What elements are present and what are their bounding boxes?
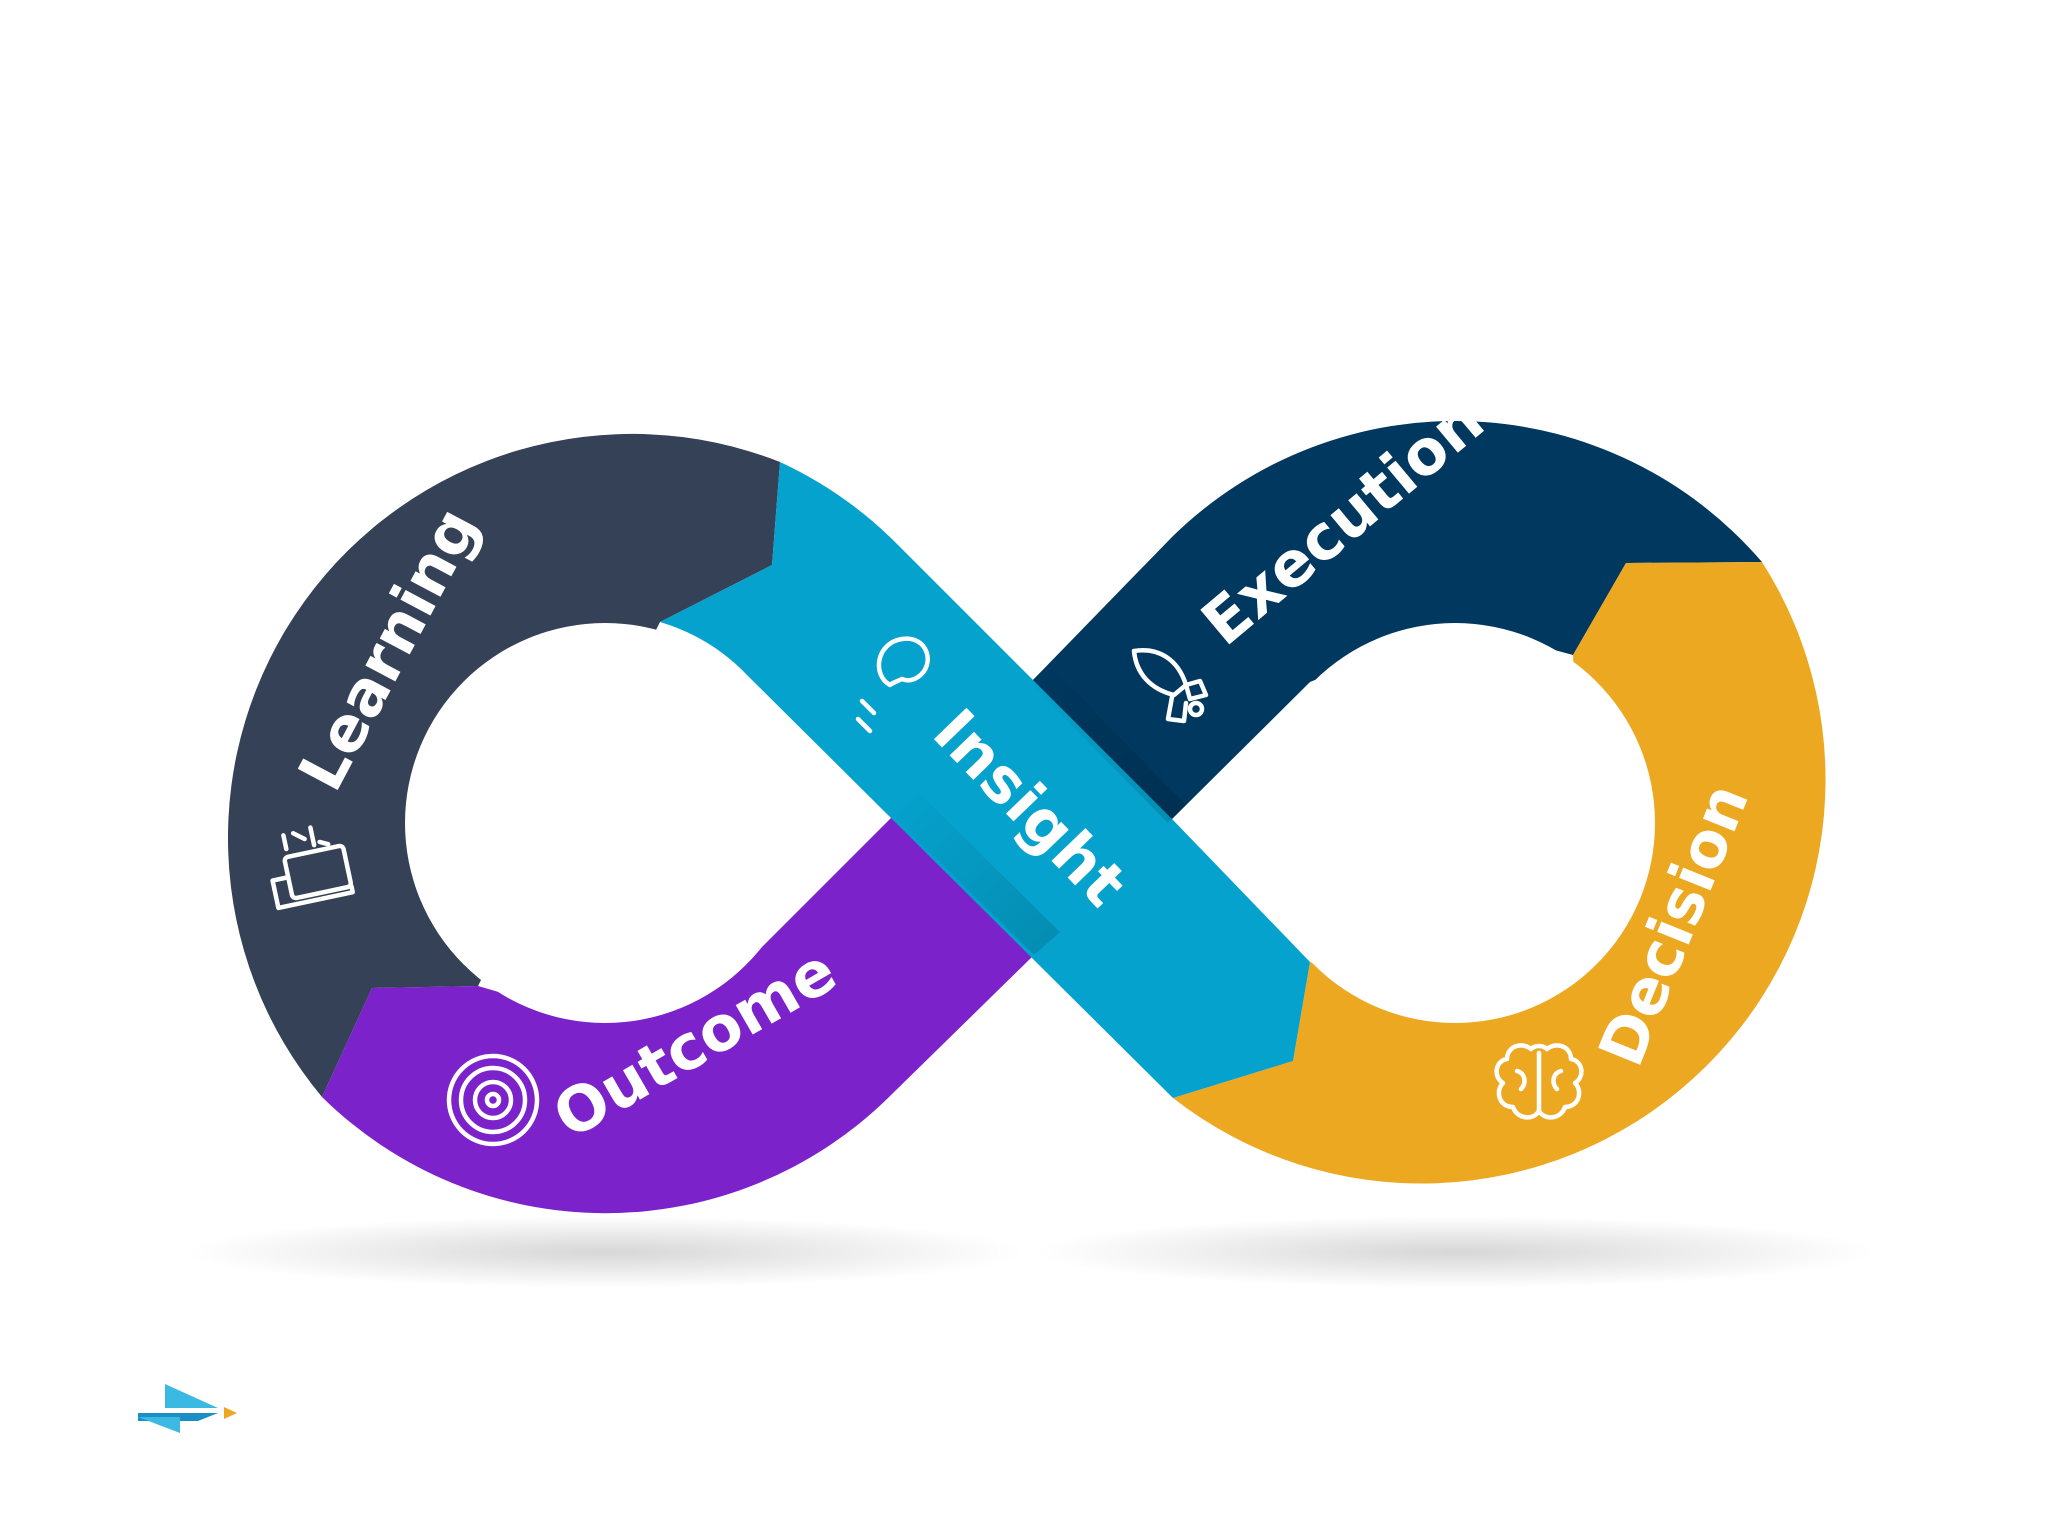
book-icon — [270, 825, 355, 911]
segment-insight — [660, 462, 1310, 1098]
segment-learning — [227, 433, 781, 1097]
crossing-shade-1 — [893, 792, 1060, 955]
segment-decision — [1173, 562, 1826, 1184]
shadow-left — [185, 1216, 1025, 1288]
brand-logo-icon — [138, 1384, 237, 1433]
segment-execution — [1030, 420, 1762, 823]
segment-outcome — [322, 816, 1034, 1214]
lightbulb-icon — [855, 636, 930, 734]
shadow-right — [1035, 1216, 1875, 1288]
rocket-icon — [1131, 648, 1209, 724]
brain-icon — [1494, 1043, 1584, 1120]
target-icon — [446, 1053, 540, 1147]
crossing-shade-2 — [1030, 666, 1186, 823]
